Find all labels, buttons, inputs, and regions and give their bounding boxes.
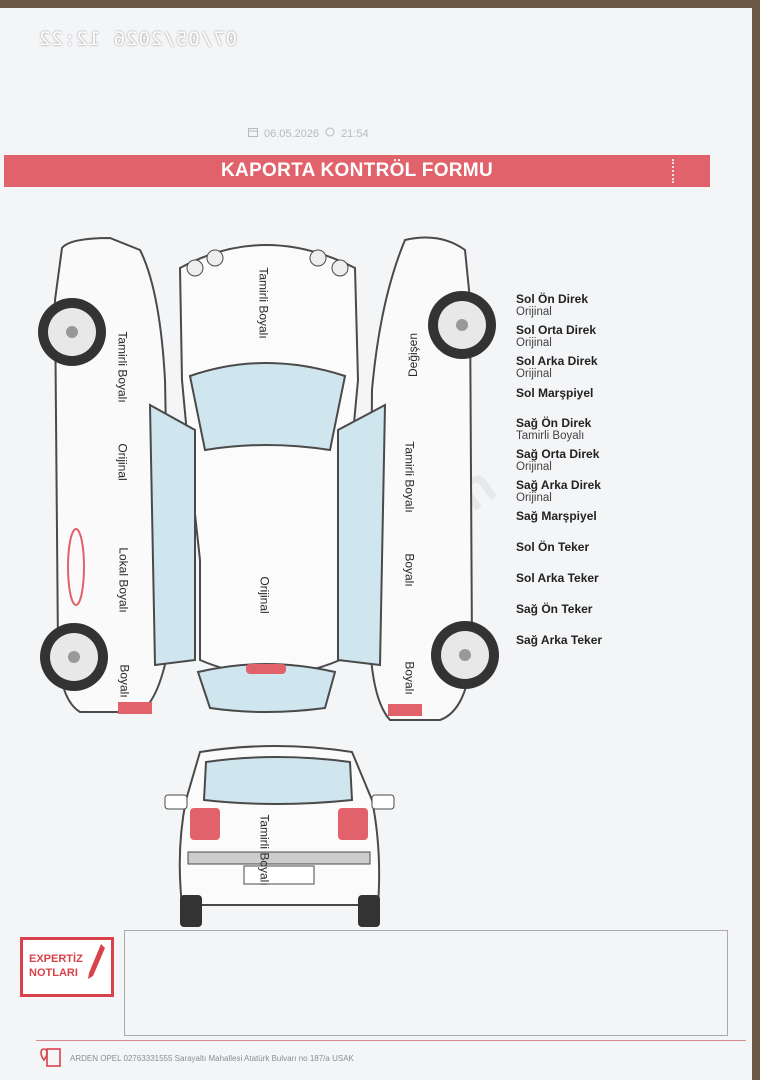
license-plate [243,865,315,885]
left-front-wheel-icon [38,298,106,366]
left-rear-fender-label: Boyalı [117,664,132,698]
car-diagram [38,236,499,927]
left-mirror [164,794,188,810]
right-mirror [371,794,395,810]
banner-decoration [672,159,688,183]
form-title: KAPORTA KONTRÖL FORMU [221,160,493,181]
trunk-label: Tamirli Boyalı [257,814,272,886]
calendar-icon [248,127,258,140]
left-front-door-label: Orijinal [115,443,130,481]
windshield [188,362,347,452]
status-item-sol-marspiyel: Sol Marşpiyel [516,386,594,400]
status-item-sol-arka-teker: Sol Arka Teker [516,571,599,585]
right-front-wheel-icon [428,291,496,359]
right-front-door-label: Tamirli Boyalı [402,441,417,513]
left-rear-door-label: Lokal Boyalı [116,547,131,613]
status-item-sag-arka-teker: Sağ Arka Teker [516,633,603,647]
pencil-icon [88,944,105,979]
rear-window [196,663,337,713]
rear-windshield [202,756,354,805]
right-windows [337,403,387,667]
rear-left-lamp [190,808,220,840]
location-document-icon [40,1048,61,1067]
footer-address: ARDEN OPEL 02763331555 Sarayaltı Mahalle… [70,1054,354,1063]
roof-label: Orijinal [257,576,272,614]
status-item-sag-marspiyel: Sağ Marşpiyel [516,509,597,523]
right-rear-door-label: Boyalı [402,553,417,587]
right-front-fender-label: Değişen [406,332,421,378]
header-date: 06.05.2026 [264,127,320,140]
hood-label: Tamirli Boyalı [256,267,271,339]
notes-title-line1: EXPERTİZ [29,953,83,965]
header-date-row: 06.05.2026 21:54 [248,127,369,140]
right-rear-fender-label: Boyalı [402,661,417,695]
rear-left-tire [180,895,202,927]
left-front-fender-label: Tamirli Boyalı [115,331,130,403]
notes-title-line2: NOTLARI [29,967,78,979]
header-time: 21:54 [341,127,369,140]
left-windows [148,403,196,667]
right-side-panel [368,236,474,721]
top-brake-light [246,664,286,674]
clock-icon [325,127,335,140]
status-item-sag-on-teker: Sağ Ön Teker [516,602,593,616]
timestamp-overlay: 07/05/2026 12:22 [38,28,238,50]
rear-right-tire [358,895,380,927]
right-rear-wheel-icon [431,621,499,689]
lokal-boyali-marker [67,528,85,606]
expertiz-notes-box [124,930,728,1036]
footer-divider [36,1040,746,1041]
status-item-sol-on-teker: Sol Ön Teker [516,540,590,554]
form-title-banner: KAPORTA KONTRÖL FORMU [4,155,710,187]
expertiz-notes-logo: EXPERTİZ NOTLARI [20,937,114,997]
rear-bumper [187,851,371,865]
rear-right-lamp [338,808,368,840]
left-rear-wheel-icon [40,623,108,691]
